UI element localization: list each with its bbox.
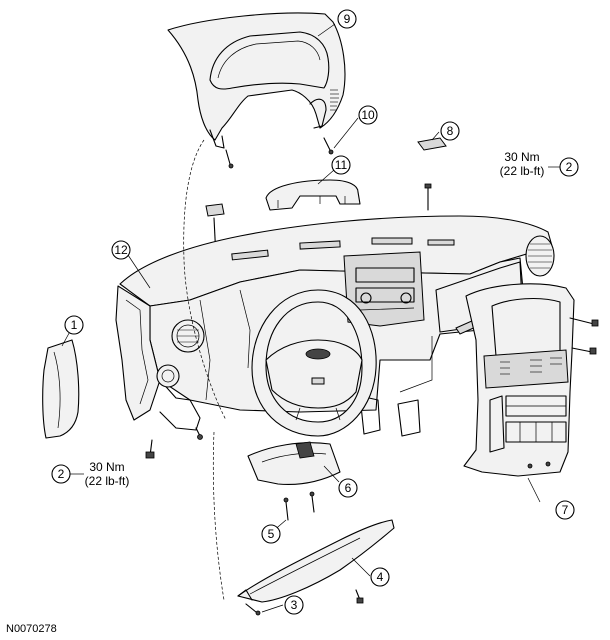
svg-text:10: 10: [361, 108, 375, 122]
callout-12: 12: [111, 240, 131, 260]
console-finish-panel: [463, 283, 575, 477]
svg-text:6: 6: [345, 481, 352, 495]
figure-code: N0070278: [6, 623, 57, 635]
console-vents: [500, 357, 562, 375]
callout-4: 4: [370, 567, 390, 587]
svg-text:1: 1: [71, 318, 78, 332]
svg-text:12: 12: [114, 243, 128, 257]
svg-text:5: 5: [268, 527, 275, 541]
left-air-vent: [171, 319, 205, 353]
callout-8: 8: [440, 121, 460, 141]
callout-9: 9: [337, 9, 357, 29]
callout-6: 6: [338, 478, 358, 498]
upper-bracket: [265, 179, 361, 211]
svg-text:(22 lb-ft): (22 lb-ft): [85, 474, 130, 488]
callout-3: 3: [284, 595, 304, 615]
lower-column-shroud: [247, 441, 341, 485]
cluster-finish-panel: [167, 12, 346, 169]
svg-text:2: 2: [58, 467, 65, 481]
left-end-panel: [42, 339, 80, 439]
knee-bolster: [237, 519, 395, 603]
svg-text:11: 11: [335, 158, 348, 172]
steering-wheel: [251, 289, 377, 437]
svg-text:7: 7: [562, 503, 569, 517]
instrument-panel: [115, 215, 555, 437]
svg-text:9: 9: [344, 12, 351, 26]
harness-route-lower: [212, 431, 225, 601]
svg-text:4: 4: [377, 570, 384, 584]
callout-2-right: 2: [559, 157, 579, 177]
callout-2-left: 2: [51, 464, 71, 484]
right-air-vent: [525, 235, 555, 277]
clip-pad: [205, 203, 225, 217]
svg-text:(22 lb-ft): (22 lb-ft): [500, 164, 545, 178]
callout-10: 10: [358, 105, 378, 125]
harness-route: [183, 139, 227, 421]
svg-text:30 Nm: 30 Nm: [504, 150, 539, 164]
callout-11: 11: [331, 155, 351, 175]
torque-spec-right: 30 Nm (22 lb-ft): [500, 150, 545, 178]
callout-5: 5: [261, 524, 281, 544]
svg-text:8: 8: [447, 124, 454, 138]
callout-1: 1: [64, 315, 84, 335]
cluster-vent-grille: [330, 89, 339, 111]
svg-text:3: 3: [291, 598, 298, 612]
svg-text:30 Nm: 30 Nm: [89, 460, 124, 474]
torque-spec-left: 30 Nm (22 lb-ft): [85, 460, 130, 488]
svg-text:2: 2: [566, 160, 573, 174]
headlamp-switch: [156, 364, 180, 388]
callout-7: 7: [555, 500, 575, 520]
